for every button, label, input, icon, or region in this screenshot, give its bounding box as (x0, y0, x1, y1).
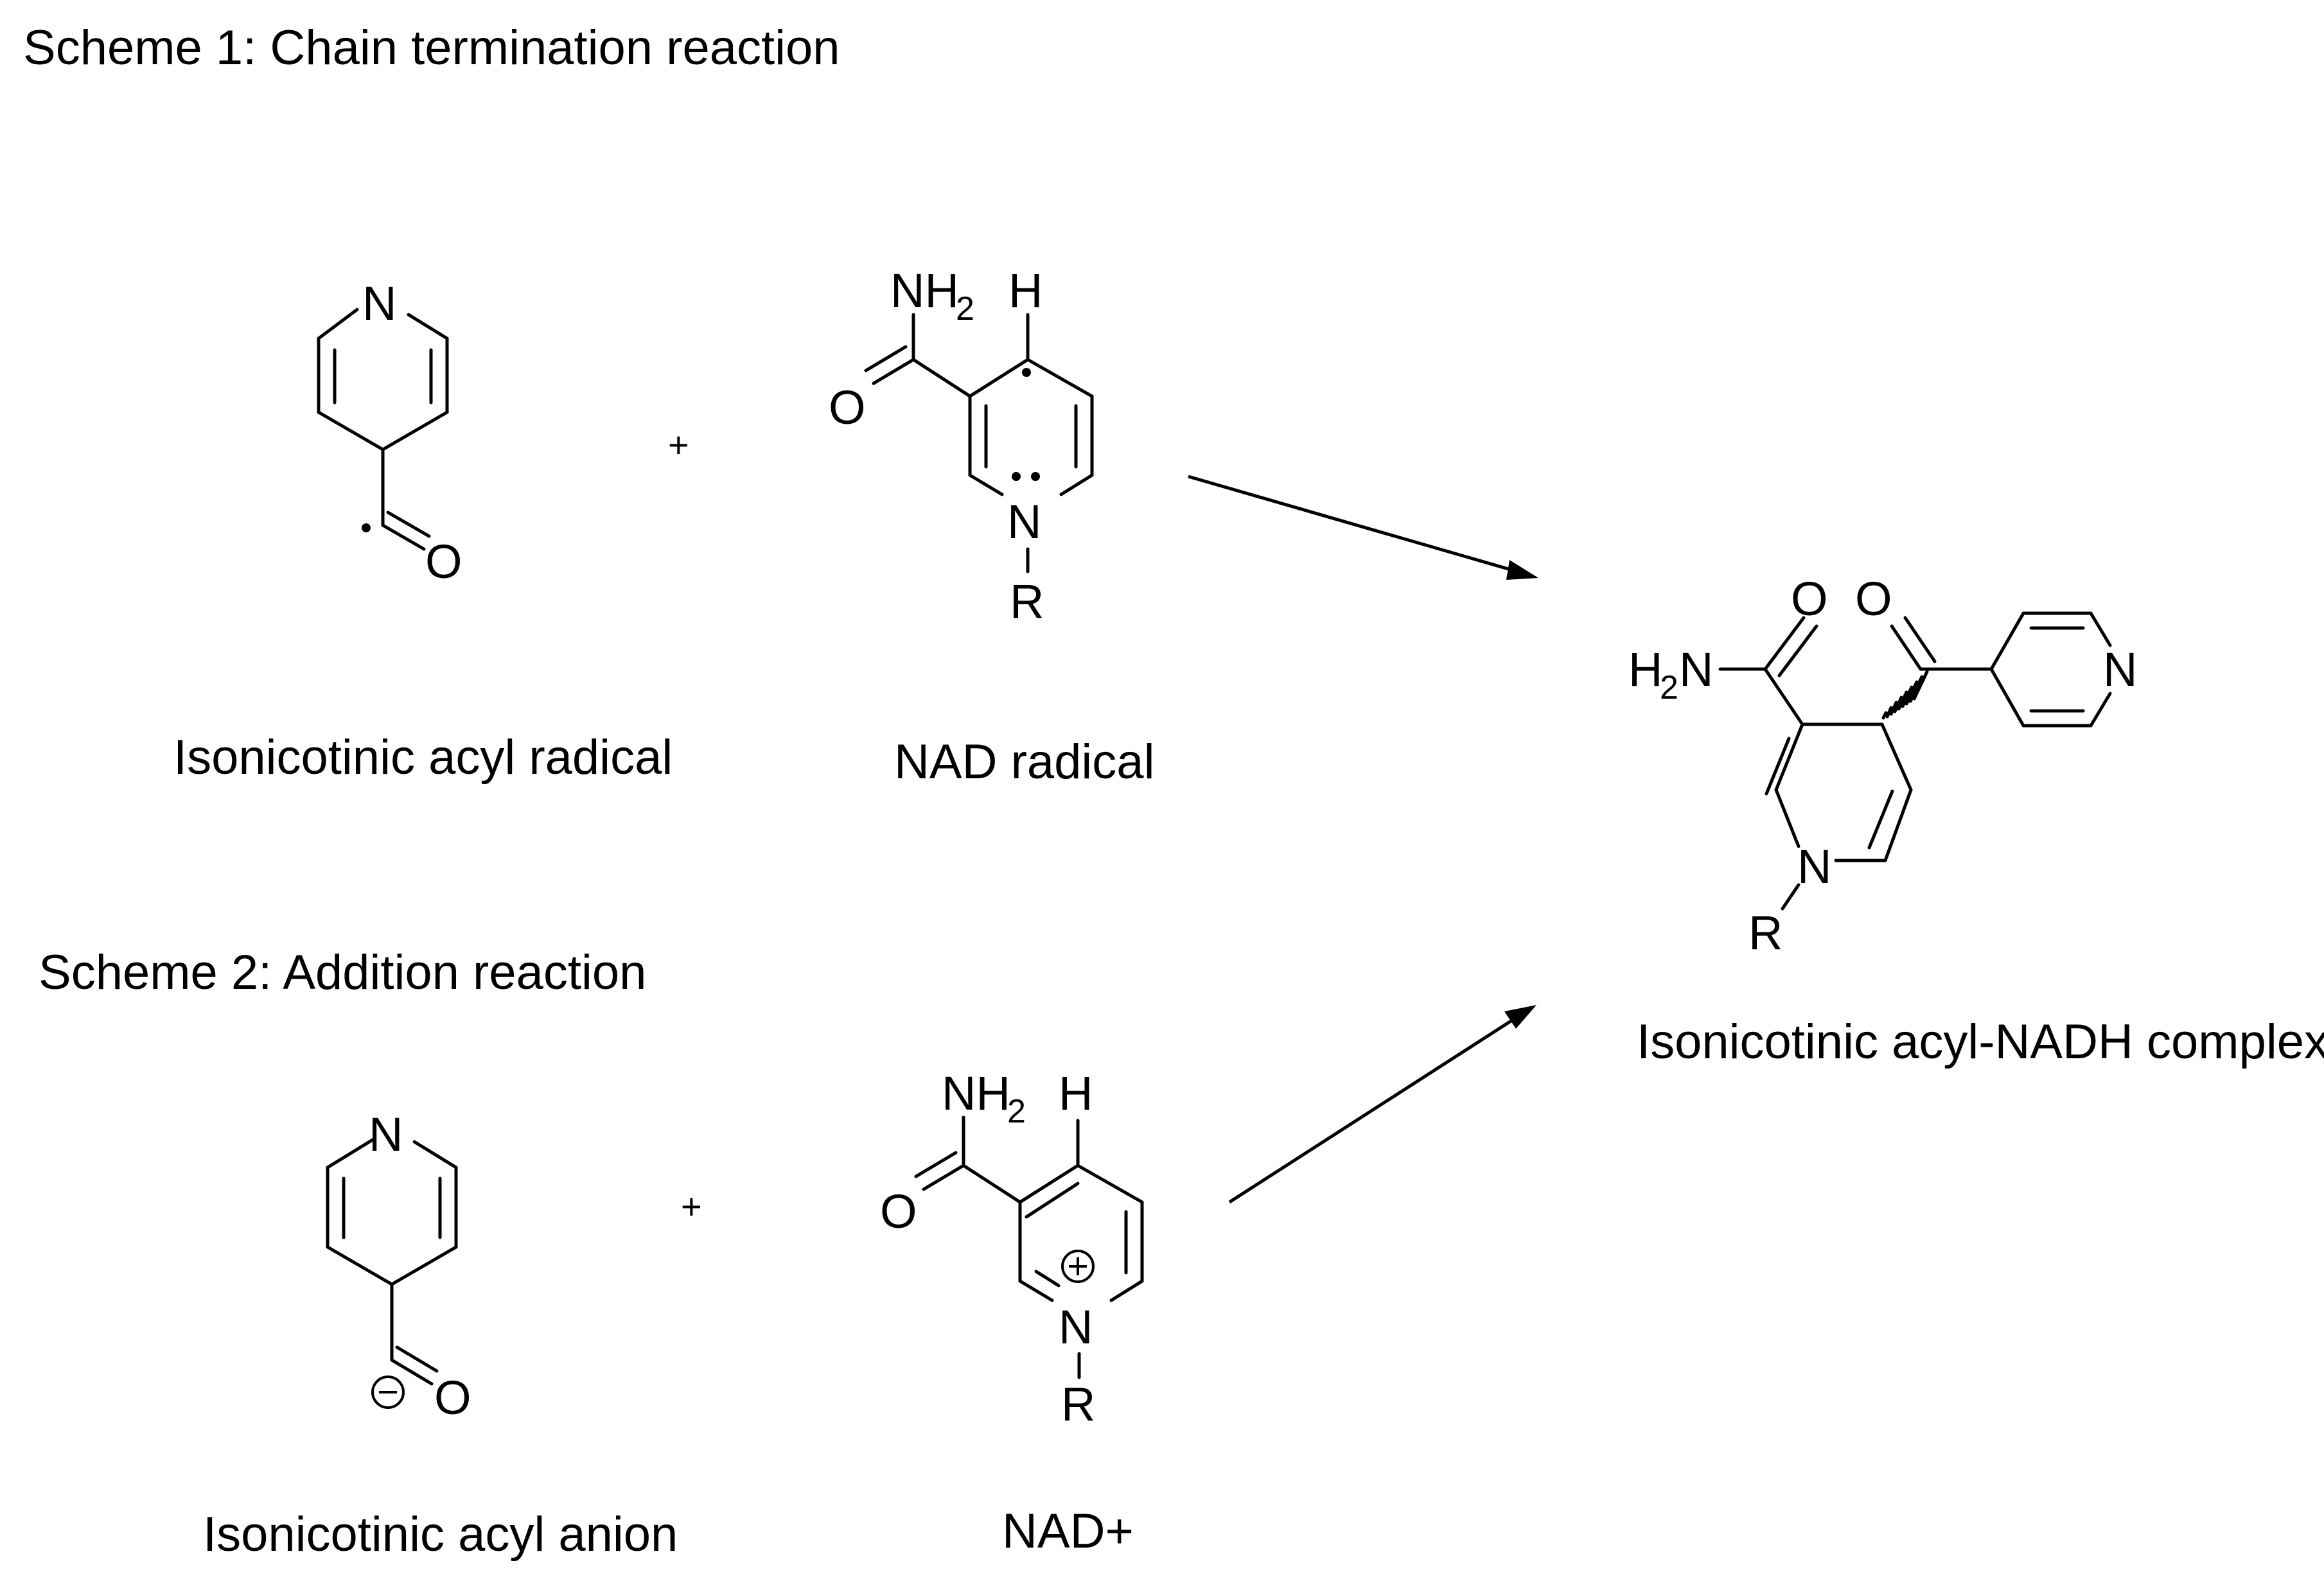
caption-acyl-radical: Isonicotinic acyl radical (173, 730, 673, 785)
caption-product: Isonicotinic acyl-NADH complex (1637, 1015, 2324, 1069)
lone-pair-dot (1031, 472, 1040, 481)
reaction-arrow-top (1188, 475, 1538, 580)
negative-charge-icon (371, 1376, 405, 1409)
radical-dot (362, 523, 371, 532)
hashed-wedge-bond (1881, 670, 1929, 720)
acyl-anion-structure: N O (326, 1108, 471, 1424)
atom-label: N (369, 1108, 403, 1161)
atom-label: O (1791, 572, 1828, 625)
caption-nad-plus: NAD+ (1002, 1504, 1134, 1559)
nad-radical-structure: NH 2 H O N R (829, 264, 1094, 628)
atom-label: R (1748, 906, 1783, 959)
scheme2-title: Scheme 2: Addition reaction (39, 945, 646, 1000)
plus-sign: + (668, 424, 689, 465)
acyl-radical-structure: N O (317, 277, 462, 588)
atom-label: N (1007, 495, 1041, 548)
atom-label: N (1059, 1300, 1093, 1354)
atom-label: N (1797, 840, 1831, 893)
atom-label: H (1008, 264, 1043, 317)
caption-acyl-anion: Isonicotinic acyl anion (203, 1507, 678, 1562)
caption-nad-radical: NAD radical (894, 735, 1154, 789)
atom-label: O (434, 1371, 471, 1424)
reaction-arrow-bottom (1228, 1005, 1536, 1204)
plus-sign: + (681, 1186, 702, 1227)
radical-dot (1022, 368, 1031, 377)
atom-label: O (829, 381, 866, 434)
atom-label: 2 (956, 290, 974, 328)
atom-label: 2 (1007, 1093, 1026, 1130)
atom-label: R (1061, 1377, 1095, 1431)
atom-label: NH (942, 1067, 1010, 1120)
atom-label: N (1679, 643, 1713, 696)
atom-label: H (1059, 1067, 1093, 1120)
atom-label: NH (890, 264, 959, 317)
atom-label: H (1628, 643, 1662, 696)
atom-label: O (425, 535, 462, 588)
nad-plus-structure: NH 2 H O N R (880, 1067, 1144, 1431)
atom-label: N (2103, 643, 2137, 696)
atom-label: O (880, 1185, 917, 1238)
lone-pair-dot (1012, 472, 1021, 481)
positive-charge-icon (1061, 1250, 1095, 1283)
atom-label: R (1010, 575, 1044, 628)
atom-label: 2 (1660, 669, 1678, 706)
product-structure: H 2 N O N R O (1628, 572, 2137, 959)
atom-label: N (362, 277, 396, 330)
scheme1-title: Scheme 1: Chain termination reaction (23, 21, 840, 75)
atom-label: O (1855, 572, 1892, 625)
